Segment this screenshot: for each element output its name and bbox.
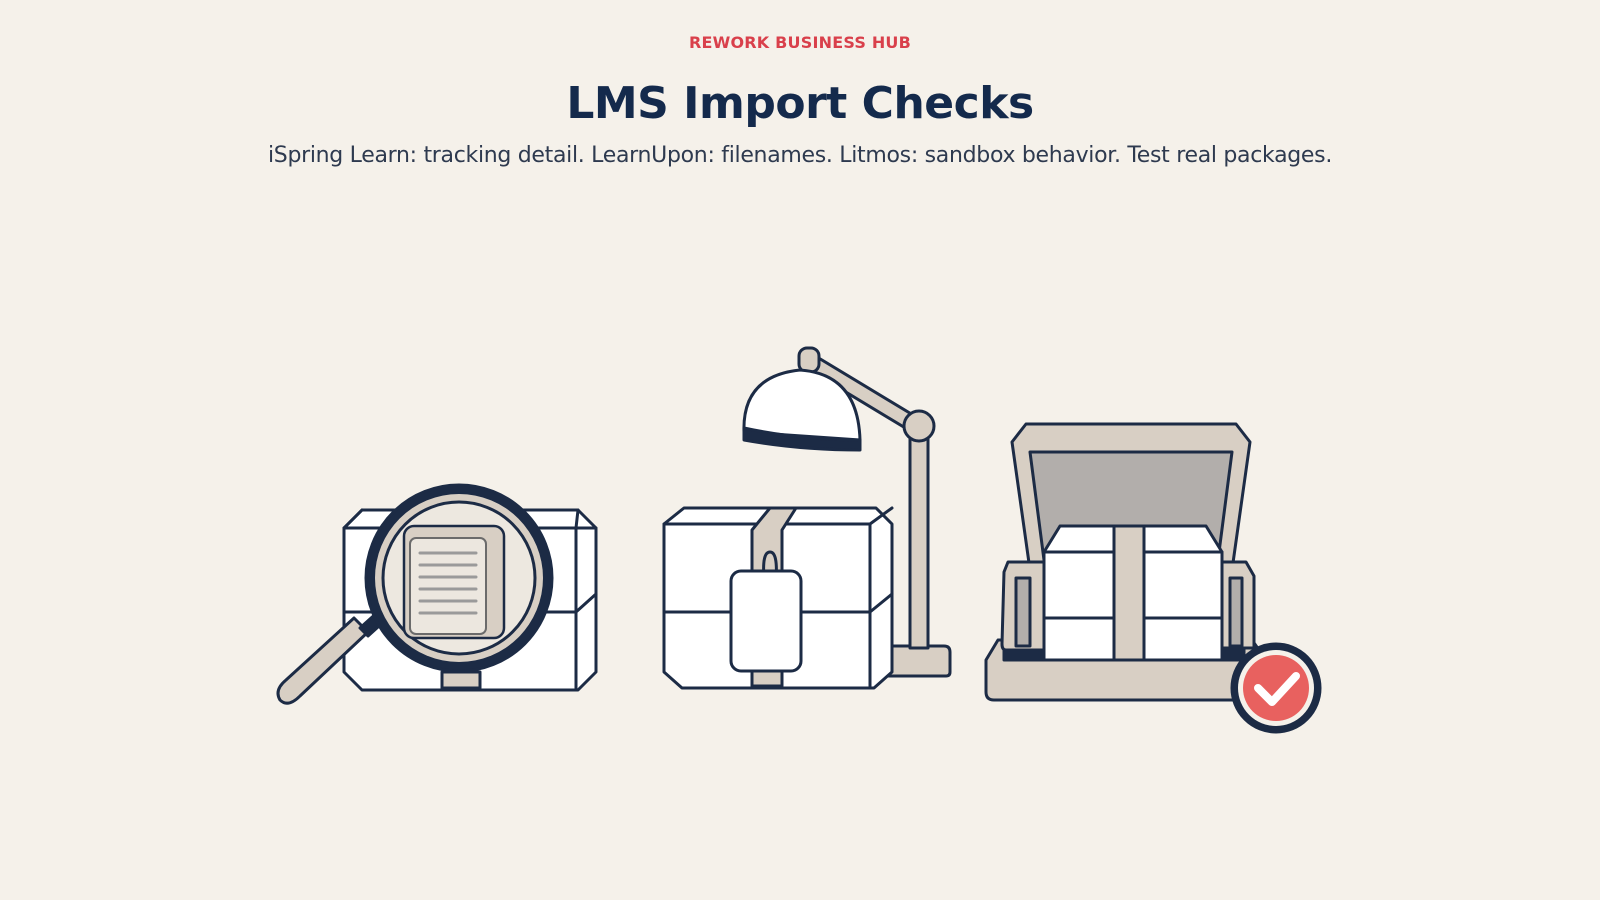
document-icon — [402, 524, 506, 640]
desk-lamp-icon — [742, 346, 952, 678]
open-box-icon — [984, 422, 1268, 702]
tag-icon — [729, 550, 803, 673]
page-subtitle: iSpring Learn: tracking detail. LearnUpo… — [267, 143, 1333, 168]
page-title: LMS Import Checks — [566, 78, 1034, 129]
magnifier-icon — [276, 483, 554, 705]
brand-eyebrow: REWORK BUSINESS HUB — [688, 33, 912, 52]
checkmark-icon — [1230, 642, 1322, 734]
